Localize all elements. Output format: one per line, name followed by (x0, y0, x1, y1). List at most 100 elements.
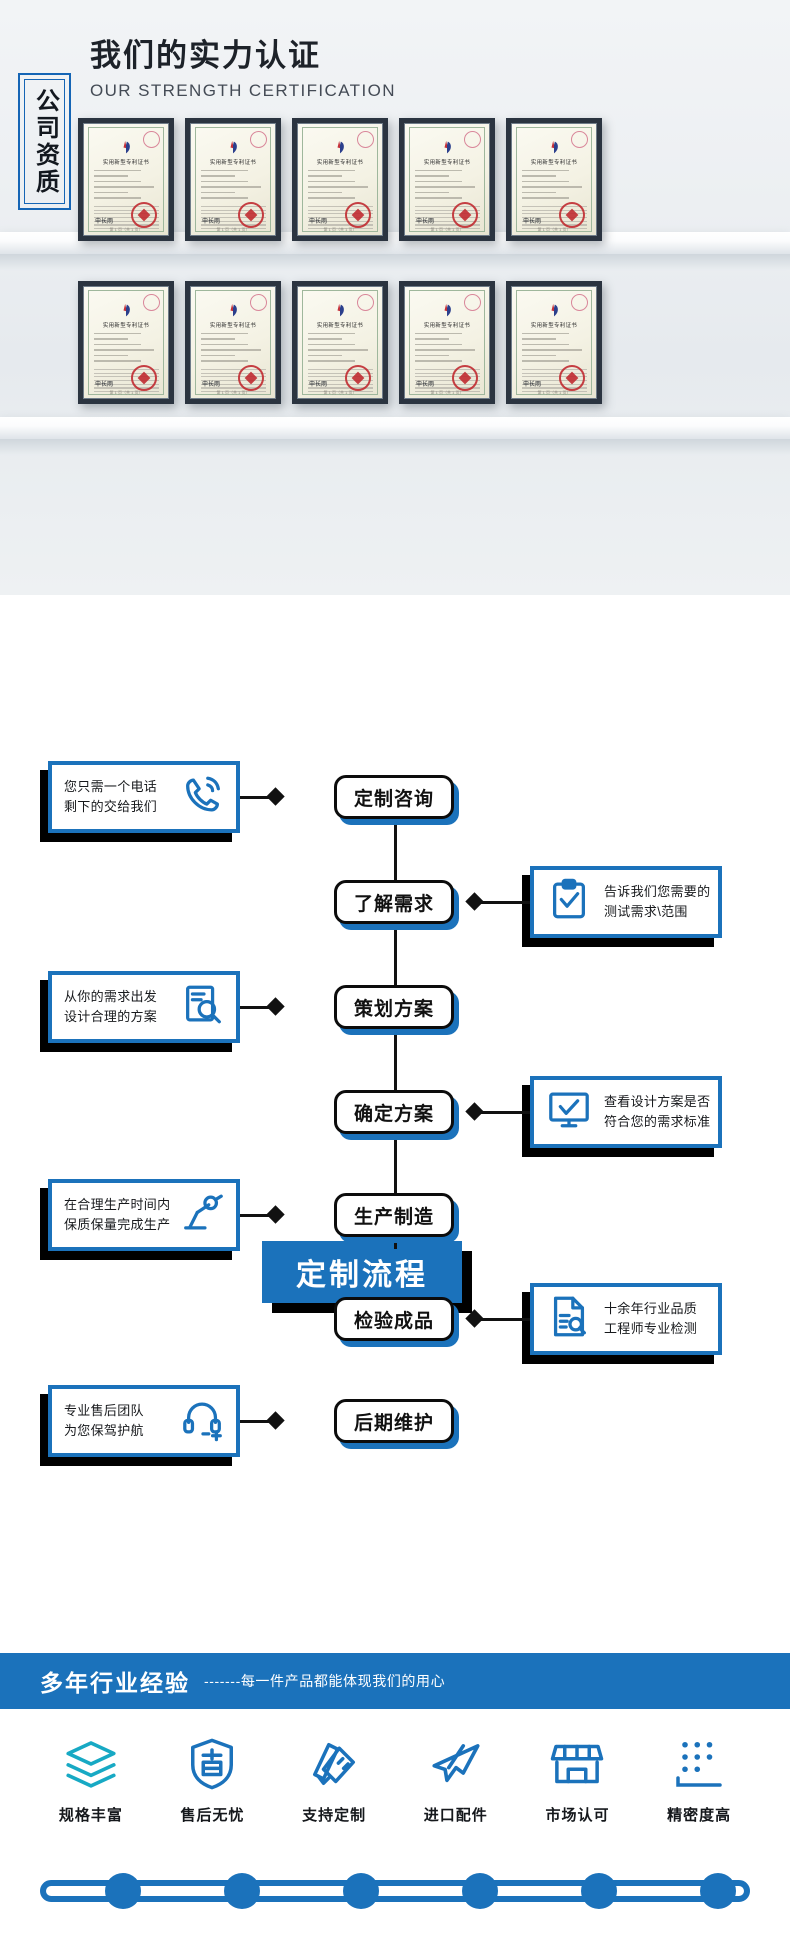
feature-item-2: 售后无忧 (162, 1735, 262, 1825)
progress-dot-1[interactable] (105, 1873, 141, 1909)
progress-dot-6[interactable] (700, 1873, 736, 1909)
flow-step-label: 了解需求 (353, 893, 434, 915)
certificate-signature: 申长雨 (309, 381, 328, 388)
flow-note-line1: 在合理生产时间内 (64, 1196, 171, 1212)
certificate-footer: 第 1 页（共 1 页） (216, 227, 250, 232)
feature-item-4: 进口配件 (406, 1735, 506, 1825)
certificate-emblem-icon (544, 303, 564, 318)
certificate-footer: 第 1 页（共 1 页） (430, 390, 464, 395)
flow-step-label: 策划方案 (353, 998, 434, 1020)
flow-note-7: 专业售后团队为您保驾护航 (40, 1385, 240, 1466)
certificate-seal-small (143, 294, 160, 311)
certification-heading: 我们的实力认证 OUR STRENGTH CERTIFICATION (90, 30, 396, 101)
flow-note-line1: 十余年行业品质 (604, 1300, 698, 1316)
progress-dot-5[interactable] (581, 1873, 617, 1909)
flow-note-5: 在合理生产时间内保质保量完成生产 (40, 1179, 240, 1260)
monitor-check-icon (546, 1087, 592, 1138)
certificate-signature: 申长雨 (95, 218, 114, 225)
certificate-footer: 第 1 页（共 1 页） (323, 227, 357, 232)
certificate-seal-small (357, 131, 374, 148)
progress-dot-3[interactable] (343, 1873, 379, 1909)
certificate-seal-small (464, 294, 481, 311)
certificate-red-stamp (559, 365, 585, 391)
certificate-title: 实用新型专利证书 (316, 323, 364, 329)
certificate-red-stamp (559, 202, 585, 228)
clipboard-check-icon (546, 877, 592, 928)
experience-tagline: -------每一件产品都能体现我们的用心 (204, 1673, 446, 1689)
progress-dot-2[interactable] (224, 1873, 260, 1909)
certificate-emblem-icon (223, 303, 243, 318)
certificate-frame: 实用新型专利证书 申长雨 第 1 页（共 1 页） (506, 118, 602, 241)
headset-support-icon (180, 1396, 226, 1447)
flow-connector (472, 1111, 530, 1114)
certificate-signature: 申长雨 (416, 218, 435, 225)
certificate-signature: 申长雨 (309, 218, 328, 225)
document-search-icon (546, 1294, 592, 1345)
flow-connector (240, 1420, 282, 1423)
progress-track (40, 1880, 750, 1902)
certificate-emblem-icon (116, 303, 136, 318)
flow-connector (240, 796, 282, 799)
certificate-signature: 申长雨 (523, 218, 542, 225)
flow-connector (240, 1006, 282, 1009)
certificate-frame: 实用新型专利证书 申长雨 第 1 页（共 1 页） (292, 118, 388, 241)
company-qualification-label: 公司资质 (31, 87, 59, 196)
flow-note-2: 告诉我们您需要的测试需求\范围 (522, 866, 722, 947)
certificate-red-stamp (238, 202, 264, 228)
flow-step-label: 定制咨询 (353, 788, 434, 810)
flow-note-line1: 从你的需求出发 (64, 988, 158, 1004)
certificate-frame: 实用新型专利证书 申长雨 第 1 页（共 1 页） (292, 281, 388, 404)
certificate-seal-small (250, 131, 267, 148)
experience-headline: 多年行业经验 (40, 1670, 190, 1696)
certificate-signature: 申长雨 (202, 381, 221, 388)
feature-item-3: 支持定制 (284, 1735, 384, 1825)
airplane-icon (406, 1735, 506, 1793)
certificate-red-stamp (345, 202, 371, 228)
phone-call-icon (180, 772, 226, 823)
shield-sale-icon (162, 1735, 262, 1793)
flow-note-line2: 符合您的需求标准 (604, 1114, 711, 1129)
design-search-icon (180, 982, 226, 1033)
certificate-footer: 第 1 页（共 1 页） (430, 227, 464, 232)
precision-dots-icon (649, 1735, 749, 1793)
certificate-title: 实用新型专利证书 (530, 323, 578, 329)
flow-step-5[interactable]: 生产制造 (334, 1193, 459, 1243)
feature-item-1: 规格丰富 (41, 1735, 141, 1825)
certificate-title: 实用新型专利证书 (316, 160, 364, 166)
progress-dot-4[interactable] (462, 1873, 498, 1909)
feature-label: 市场认可 (545, 1807, 610, 1824)
certificate-frame: 实用新型专利证书 申长雨 第 1 页（共 1 页） (399, 118, 495, 241)
certificate-seal-small (143, 131, 160, 148)
flow-connector-diamond (266, 1411, 285, 1430)
certificate-seal-small (571, 294, 588, 311)
flow-step-label: 检验成品 (353, 1310, 434, 1332)
flow-connector (472, 901, 530, 904)
flow-step-1[interactable]: 定制咨询 (334, 775, 459, 825)
feature-label: 规格丰富 (58, 1807, 123, 1824)
flow-step-7[interactable]: 后期维护 (334, 1399, 459, 1449)
certificate-signature: 申长雨 (523, 381, 542, 388)
flow-note-line2: 设计合理的方案 (64, 1009, 158, 1024)
feature-label: 售后无忧 (180, 1807, 245, 1824)
certificate-title: 实用新型专利证书 (209, 160, 257, 166)
certificate-red-stamp (345, 365, 371, 391)
certificate-title: 实用新型专利证书 (530, 160, 578, 166)
flow-step-3[interactable]: 策划方案 (334, 985, 459, 1035)
flow-step-6[interactable]: 检验成品 (334, 1297, 459, 1347)
certificate-emblem-icon (437, 303, 457, 318)
robot-arm-icon (180, 1190, 226, 1241)
flow-step-2[interactable]: 了解需求 (334, 880, 459, 930)
certificate-red-stamp (131, 365, 157, 391)
flow-step-4[interactable]: 确定方案 (334, 1090, 459, 1140)
certificate-red-stamp (452, 365, 478, 391)
flow-note-line1: 您只需一个电话 (64, 778, 158, 794)
certificate-footer: 第 1 页（共 1 页） (323, 390, 357, 395)
certificate-red-stamp (452, 202, 478, 228)
certificate-footer: 第 1 页（共 1 页） (216, 390, 250, 395)
flow-note-1: 您只需一个电话剩下的交给我们 (40, 761, 240, 842)
certificate-seal-small (464, 131, 481, 148)
page-title: 我们的实力认证 (90, 38, 321, 74)
certificate-seal-small (357, 294, 374, 311)
certificate-title: 实用新型专利证书 (102, 160, 150, 166)
feature-row: 规格丰富 售后无忧 支持定制 进口配件 市场认可 精密度高 (0, 1735, 790, 1825)
